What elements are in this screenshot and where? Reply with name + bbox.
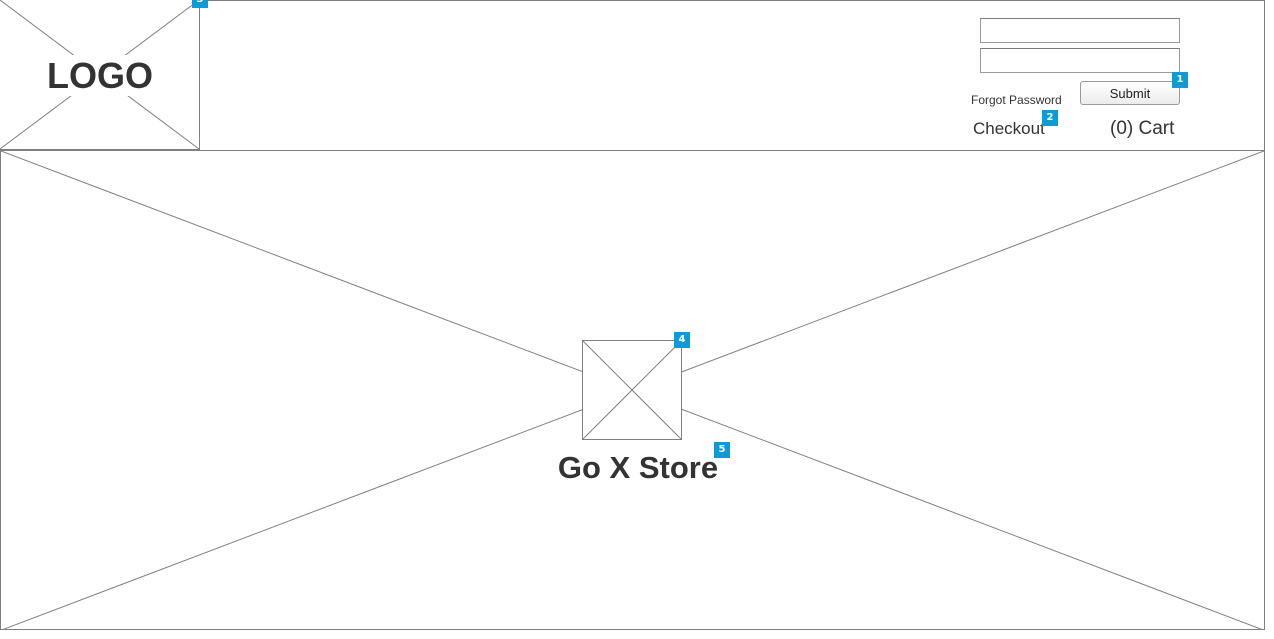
submit-button[interactable]: Submit: [1080, 81, 1180, 105]
password-input[interactable]: [980, 48, 1180, 73]
annotation-badge: 3: [192, 0, 208, 8]
checkout-link[interactable]: Checkout: [973, 119, 1045, 138]
cart-link[interactable]: (0) Cart: [1110, 118, 1175, 139]
store-title: Go X Store: [555, 450, 721, 485]
annotation-badge: 1: [1172, 72, 1188, 88]
store-image-placeholder[interactable]: [582, 340, 682, 440]
annotation-badge: 5: [714, 442, 730, 458]
image-placeholder-cross: [582, 340, 682, 440]
forgot-password-link[interactable]: Forgot Password: [971, 93, 1062, 107]
annotation-badge: 2: [1042, 110, 1058, 126]
annotation-badge: 4: [674, 332, 690, 348]
logo-text: LOGO: [45, 55, 155, 96]
username-input[interactable]: [980, 18, 1180, 43]
